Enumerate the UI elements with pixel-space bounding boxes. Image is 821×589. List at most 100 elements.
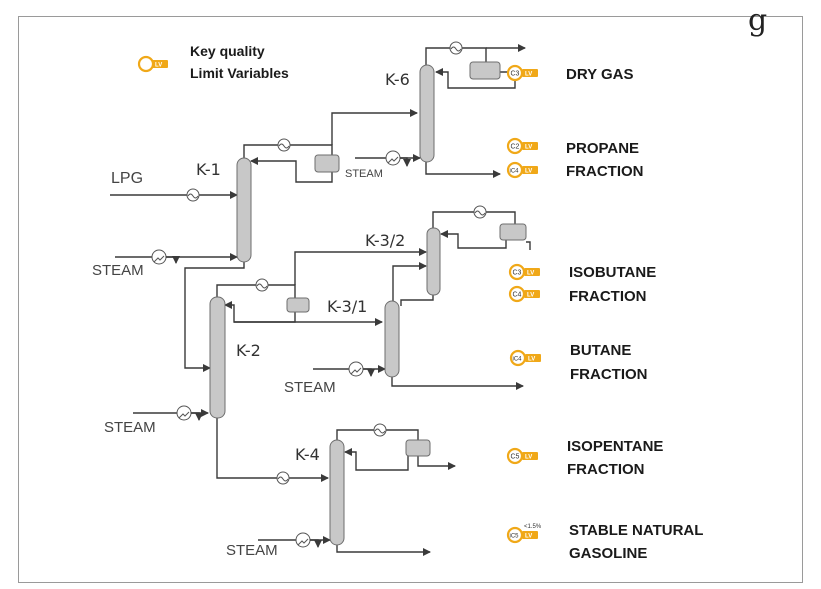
- product-propane: C2 LV iC4 LV PROPANE FRACTION: [506, 137, 644, 180]
- badge-ic4-icon: iC4 LV: [509, 349, 541, 367]
- k2-to-k32-line: [294, 248, 427, 285]
- label-k2: K-2: [236, 341, 261, 360]
- k6-bottoms-line: [425, 162, 501, 178]
- svg-text:LV: LV: [525, 169, 532, 175]
- svg-text:LV: LV: [525, 534, 532, 540]
- k32-bottoms-line: [400, 295, 434, 306]
- reboiler-k31-icon: [348, 361, 375, 377]
- badge-c3-icon: C3 LV: [506, 64, 538, 82]
- product-label-line2: FRACTION: [566, 163, 644, 180]
- label-steam-k2: STEAM: [104, 419, 156, 436]
- drum-k6: [469, 61, 501, 80]
- label-lpg: LPG: [111, 170, 143, 187]
- svg-text:C5: C5: [511, 454, 520, 461]
- svg-text:iC4: iC4: [510, 169, 520, 175]
- product-butane: iC4 LV BUTANE FRACTION: [509, 342, 648, 383]
- label-k31: K-3/1: [327, 297, 367, 316]
- label-steam-k4: STEAM: [226, 542, 278, 559]
- legend-line2: Limit Variables: [190, 65, 289, 81]
- exchanger-k32-condenser-icon: [473, 205, 487, 219]
- product-stable-natural-gasoline: iC5 LV <1.5% STABLE NATURAL GASOLINE: [506, 522, 703, 562]
- reboiler-k2-icon: [176, 405, 203, 421]
- k4-bottoms-line: [336, 545, 431, 556]
- exchanger-k4-condenser-icon: [373, 423, 387, 437]
- k1-reflux-line: [250, 157, 333, 183]
- equipment: [151, 41, 527, 548]
- column-k2: [209, 296, 226, 419]
- k31-bottoms-line: [391, 377, 524, 390]
- svg-text:C4: C4: [513, 292, 522, 299]
- product-label-line2: FRACTION: [567, 461, 645, 478]
- column-labels: K-1 K-6 K-2 K-3/2 K-3/1 K-4: [196, 70, 410, 464]
- exchanger-k6-condenser-icon: [449, 41, 463, 55]
- k2-reflux-line: [224, 301, 296, 323]
- reboiler-k1-icon: [151, 249, 180, 265]
- product-label-line1: BUTANE: [570, 342, 631, 359]
- exchanger-k4-feed-icon: [276, 471, 290, 485]
- label-k6: K-6: [385, 70, 410, 89]
- product-label-line1: ISOBUTANE: [569, 264, 656, 281]
- badge-c4-icon: C4 LV: [508, 285, 540, 303]
- column-k31: [384, 300, 400, 378]
- product-label-line1: DRY GAS: [566, 66, 634, 83]
- k1-bottoms-line: [184, 262, 245, 372]
- k2-bottoms-line: [216, 418, 329, 482]
- legend: LV Key quality Limit Variables: [137, 43, 289, 81]
- label-steam-k1: STEAM: [92, 262, 144, 279]
- product-label-line1: STABLE NATURAL: [569, 522, 703, 539]
- label-k32: K-3/2: [365, 231, 405, 250]
- exchanger-k1-condenser-icon: [277, 138, 291, 152]
- drum-k4: [405, 439, 431, 457]
- k4-isopentane-line: [417, 456, 456, 470]
- product-label-line2: GASOLINE: [569, 545, 647, 562]
- reboiler-k6-icon: [385, 150, 411, 167]
- k32-reflux-line: [440, 230, 507, 249]
- column-k32: [426, 227, 441, 296]
- product-label-line1: PROPANE: [566, 140, 639, 157]
- column-k6: [419, 64, 435, 163]
- label-k1: K-1: [196, 160, 221, 179]
- label-steam-k31: STEAM: [284, 379, 336, 396]
- k31-to-k32-line: [392, 262, 427, 305]
- svg-text:C3: C3: [513, 270, 522, 277]
- k1-to-k6-line: [331, 109, 418, 145]
- label-steam-k6: STEAM: [345, 168, 383, 180]
- svg-text:LV: LV: [525, 145, 532, 151]
- svg-text:C3: C3: [511, 71, 520, 78]
- svg-text:LV: LV: [527, 293, 534, 299]
- k32-drum-out-line: [526, 241, 531, 250]
- product-isopentane: C5 LV ISOPENTANE FRACTION: [506, 438, 663, 478]
- reboiler-k4-icon: [295, 532, 322, 548]
- svg-text:LV: LV: [528, 357, 535, 363]
- svg-text:LV: LV: [527, 271, 534, 277]
- drum-k2: [286, 297, 310, 313]
- drum-k32: [499, 223, 527, 241]
- steam-labels: STEAM STEAM STEAM STEAM STEAM: [92, 168, 383, 559]
- svg-text:LV: LV: [525, 72, 532, 78]
- badge-c3-icon: C3 LV: [508, 263, 540, 281]
- column-k1: [236, 157, 252, 263]
- products-panel: C3 LV DRY GAS C2 LV iC4 LV PROPANE FRACT…: [506, 64, 703, 562]
- badge-ic4-icon: iC4 LV: [506, 161, 538, 179]
- drum-k1: [314, 154, 340, 173]
- badge-c2-icon: C2 LV: [506, 137, 538, 155]
- k4-reflux-line: [344, 448, 409, 471]
- column-k4: [329, 439, 345, 546]
- svg-text:iC5: iC5: [510, 534, 520, 540]
- product-label-line1: ISOPENTANE: [567, 438, 663, 455]
- badge-note: <1.5%: [524, 524, 542, 530]
- legend-badge-text: LV: [155, 63, 162, 69]
- svg-text:C2: C2: [511, 144, 520, 151]
- product-label-line2: FRACTION: [569, 288, 647, 305]
- product-label-line2: FRACTION: [570, 366, 648, 383]
- label-k4: K-4: [295, 445, 320, 464]
- exchanger-k2-condenser-icon: [255, 278, 269, 292]
- svg-text:LV: LV: [525, 455, 532, 461]
- process-lines: [110, 44, 531, 556]
- exchanger-lpg-icon: [186, 188, 200, 202]
- badge-ic5-icon: iC5 LV <1.5%: [506, 524, 542, 544]
- product-dry-gas: C3 LV DRY GAS: [506, 64, 634, 83]
- svg-text:iC4: iC4: [513, 357, 523, 363]
- badge-c5-icon: C5 LV: [506, 447, 538, 465]
